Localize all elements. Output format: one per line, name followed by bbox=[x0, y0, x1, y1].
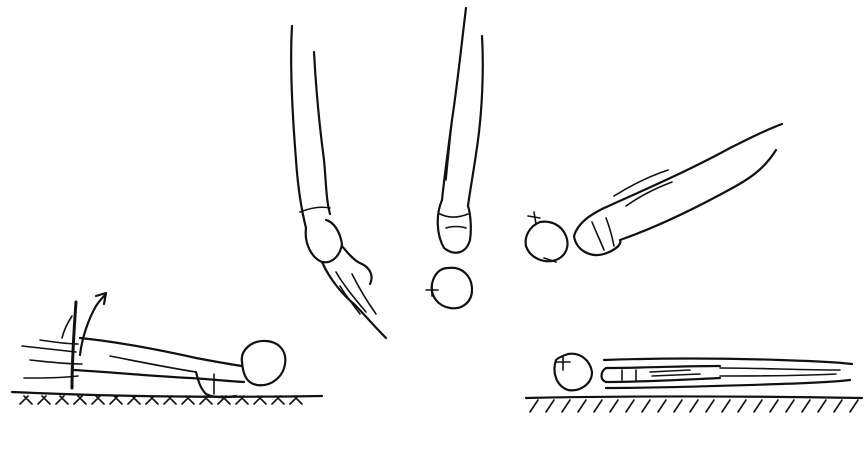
arm-extended-diagonal-figure bbox=[526, 124, 782, 262]
arm-hanging-straight-down-figure bbox=[426, 8, 483, 308]
lying-face-down-arm-raise-figure bbox=[12, 293, 322, 404]
arm-lowered-hand-fingers-figure bbox=[291, 26, 386, 338]
lying-face-up-on-floor-figure bbox=[526, 354, 862, 412]
